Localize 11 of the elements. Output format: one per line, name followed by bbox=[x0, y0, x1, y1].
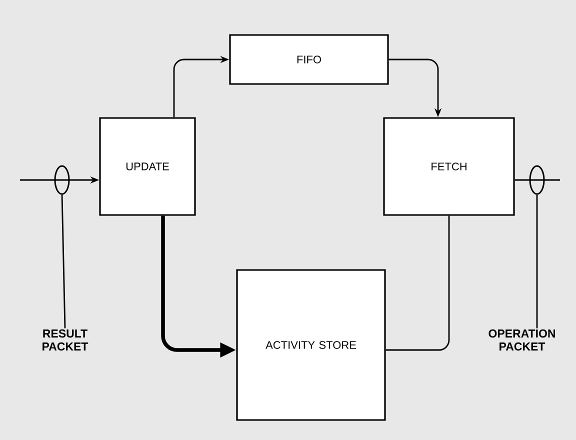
ring-symbol bbox=[54, 165, 70, 195]
packet-label: RESULT PACKET bbox=[42, 329, 88, 351]
process-box: ACTIVITY STORE bbox=[236, 269, 386, 421]
process-box: UPDATE bbox=[99, 117, 196, 216]
ring-symbol bbox=[529, 165, 545, 195]
leader-line bbox=[61, 194, 66, 328]
process-box: FIFO bbox=[229, 34, 389, 85]
leader-line bbox=[536, 194, 538, 328]
packet-label: OPERATION PACKET bbox=[488, 329, 555, 351]
process-box: FETCH bbox=[383, 117, 515, 216]
connector-line bbox=[386, 216, 450, 351]
